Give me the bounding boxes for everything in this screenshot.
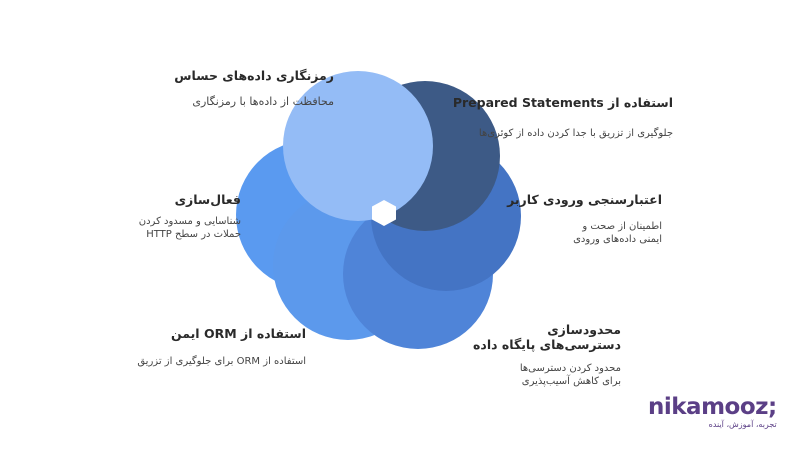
center-hexagon [372,200,396,226]
item-encryption-desc: محافظت از داده‌ها با رمزنگاری [192,95,334,108]
item-activation-desc-line: حملات در سطح HTTP [146,229,241,240]
item-activation: فعال‌سازی شناسایی و مسدود کردن حملات در … [139,192,241,241]
item-db-access-desc-line: محدود کردن دسترسی‌ها [519,363,621,374]
item-input-validation-desc: اطمینان از صحت و ایمنی داده‌های ورودی [507,220,662,246]
item-encryption-title: رمزنگاری داده‌های حساس [174,68,334,83]
item-activation-desc: شناسایی و مسدود کردن حملات در سطح HTTP [139,215,241,241]
item-input-validation-desc-line: اطمینان از صحت و [582,221,662,232]
brand-name-text: nikamooz [648,394,769,420]
item-orm-title: استفاده از ORM ایمن [170,326,306,341]
item-db-access-title-line: دسترسی‌های پایگاه داده [473,337,621,352]
item-db-access-desc-line: برای کاهش آسیب‌پذیری [521,376,621,387]
item-db-access-desc: محدود کردن دسترسی‌ها برای کاهش آسیب‌پذیر… [473,362,621,388]
petal-top [283,71,433,221]
item-prepared-statements: استفاده از Prepared Statements جلوگیری ا… [453,95,673,140]
brand-name-suffix: ; [768,394,777,420]
item-encryption: رمزنگاری داده‌های حساس محافظت از داده‌ها… [174,68,334,108]
item-input-validation-desc-line: ایمنی داده‌های ورودی [573,234,662,245]
item-orm: استفاده از ORM ایمن استفاده از ORM برای … [137,326,306,368]
item-prepared-statements-title: استفاده از Prepared Statements [452,95,673,110]
item-orm-desc: استفاده از ORM برای جلوگیری از تزریق [137,356,306,367]
item-activation-title: فعال‌سازی [174,192,241,207]
brand-tagline: تجربه، آموزش، آینده [708,420,777,429]
item-db-access-title-line: محدودسازی [547,322,621,337]
item-db-access-title: محدودسازی دسترسی‌های پایگاه داده [473,322,621,352]
brand-name: nikamooz; [648,395,777,419]
item-prepared-statements-desc: جلوگیری از تزریق با جدا کردن داده از کوئ… [478,128,673,139]
item-db-access: محدودسازی دسترسی‌های پایگاه داده محدود ک… [473,322,621,388]
item-input-validation-title: اعتبارسنجی ورودی کاربر [507,192,662,207]
item-activation-desc-line: شناسایی و مسدود کردن [138,216,241,227]
brand-logo: nikamooz; تجربه، آموزش، آینده [648,395,777,429]
item-input-validation: اعتبارسنجی ورودی کاربر اطمینان از صحت و … [507,192,662,246]
